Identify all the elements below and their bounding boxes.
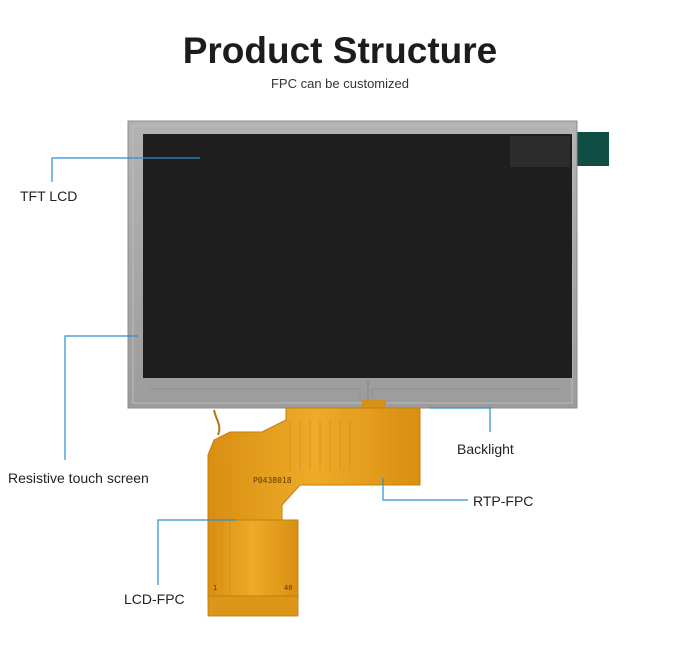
label-rtp-fpc: RTP-FPC bbox=[473, 493, 534, 509]
lcd-fpc-fingers bbox=[207, 595, 299, 617]
label-backlight: Backlight bbox=[457, 441, 514, 457]
label-tft-lcd: TFT LCD bbox=[20, 188, 78, 204]
tft-lcd-screen bbox=[143, 134, 572, 378]
lcd-fpc-tail bbox=[207, 519, 299, 601]
backlight-leader bbox=[430, 407, 491, 432]
resistive-touch-leader bbox=[64, 335, 138, 460]
page-subtitle: FPC can be customized bbox=[270, 76, 409, 91]
fpc-pin-last: 40 bbox=[284, 584, 292, 592]
rtp-fpc-leader bbox=[382, 478, 468, 501]
lcd-fpc-leader bbox=[157, 519, 236, 585]
fpc-pin-first: 1 bbox=[213, 584, 217, 592]
tft-lcd-leader bbox=[51, 157, 200, 182]
page-title: Product Structure bbox=[182, 30, 498, 71]
fpc-part-number: P0438018 bbox=[253, 476, 292, 485]
label-resistive-touch-screen: Resistive touch screen bbox=[8, 470, 149, 486]
label-lcd-fpc: LCD-FPC bbox=[124, 591, 185, 607]
